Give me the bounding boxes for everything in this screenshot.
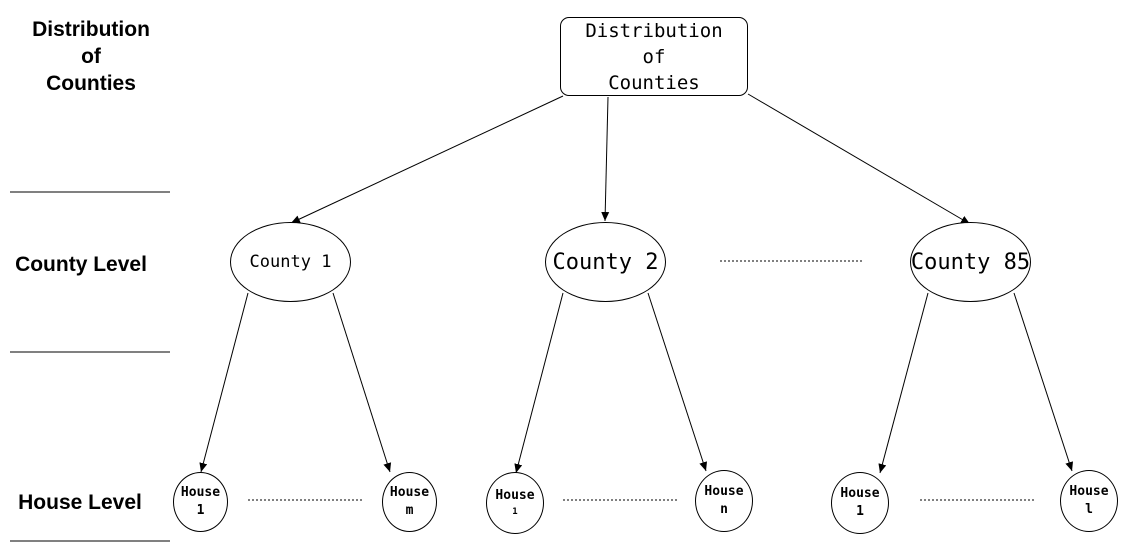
house-node-label: House bbox=[704, 484, 744, 499]
house-node-index: n bbox=[720, 502, 728, 517]
house-node: House n bbox=[695, 470, 753, 532]
edge-county-85-house-1 bbox=[878, 292, 929, 474]
edge-root-county-2 bbox=[601, 96, 610, 222]
root-node-line: of bbox=[642, 45, 666, 68]
level-label-line: Counties bbox=[46, 72, 136, 95]
edge-root-county-1 bbox=[290, 95, 564, 224]
edge-county-85-house-l bbox=[1013, 292, 1074, 472]
house-node-index: m bbox=[405, 503, 414, 518]
level-label-distribution: Distribution of Counties bbox=[0, 16, 182, 97]
level-label-line: of bbox=[81, 45, 101, 68]
house-node-label: House bbox=[389, 485, 430, 500]
house-node-index: 1 bbox=[512, 507, 518, 517]
house-node: House l bbox=[1060, 470, 1118, 532]
county-node-85: County 85 bbox=[910, 222, 1031, 302]
house-node: House 1 bbox=[173, 472, 228, 532]
house-node-label: House bbox=[840, 486, 880, 501]
edge-county-2-house-1 bbox=[514, 292, 564, 474]
root-node-line: Counties bbox=[608, 71, 700, 94]
house-node-label: House bbox=[180, 485, 221, 500]
edge-county-2-house-n bbox=[647, 292, 708, 472]
house-node: House m bbox=[382, 472, 437, 532]
house-node-label: House bbox=[495, 488, 535, 503]
house-node-index: 1 bbox=[196, 503, 205, 518]
house-node-index: l bbox=[1085, 502, 1093, 517]
root-node-line: Distribution bbox=[585, 19, 723, 42]
edge-county-1-house-m bbox=[332, 292, 392, 473]
edge-county-1-house-1 bbox=[199, 292, 249, 473]
root-node: Distribution of Counties bbox=[560, 17, 748, 96]
level-label-line: Distribution bbox=[32, 18, 150, 41]
county-node-2: County 2 bbox=[545, 222, 666, 302]
house-node: House 1 bbox=[486, 472, 544, 534]
house-node-label: House bbox=[1069, 484, 1109, 499]
house-node: House 1 bbox=[831, 472, 889, 534]
house-node-index: 1 bbox=[856, 504, 864, 519]
level-label-county: County Level bbox=[15, 253, 147, 276]
edge-root-county-85 bbox=[747, 93, 971, 225]
county-node-1: County 1 bbox=[230, 222, 351, 302]
level-label-house: House Level bbox=[18, 491, 142, 514]
